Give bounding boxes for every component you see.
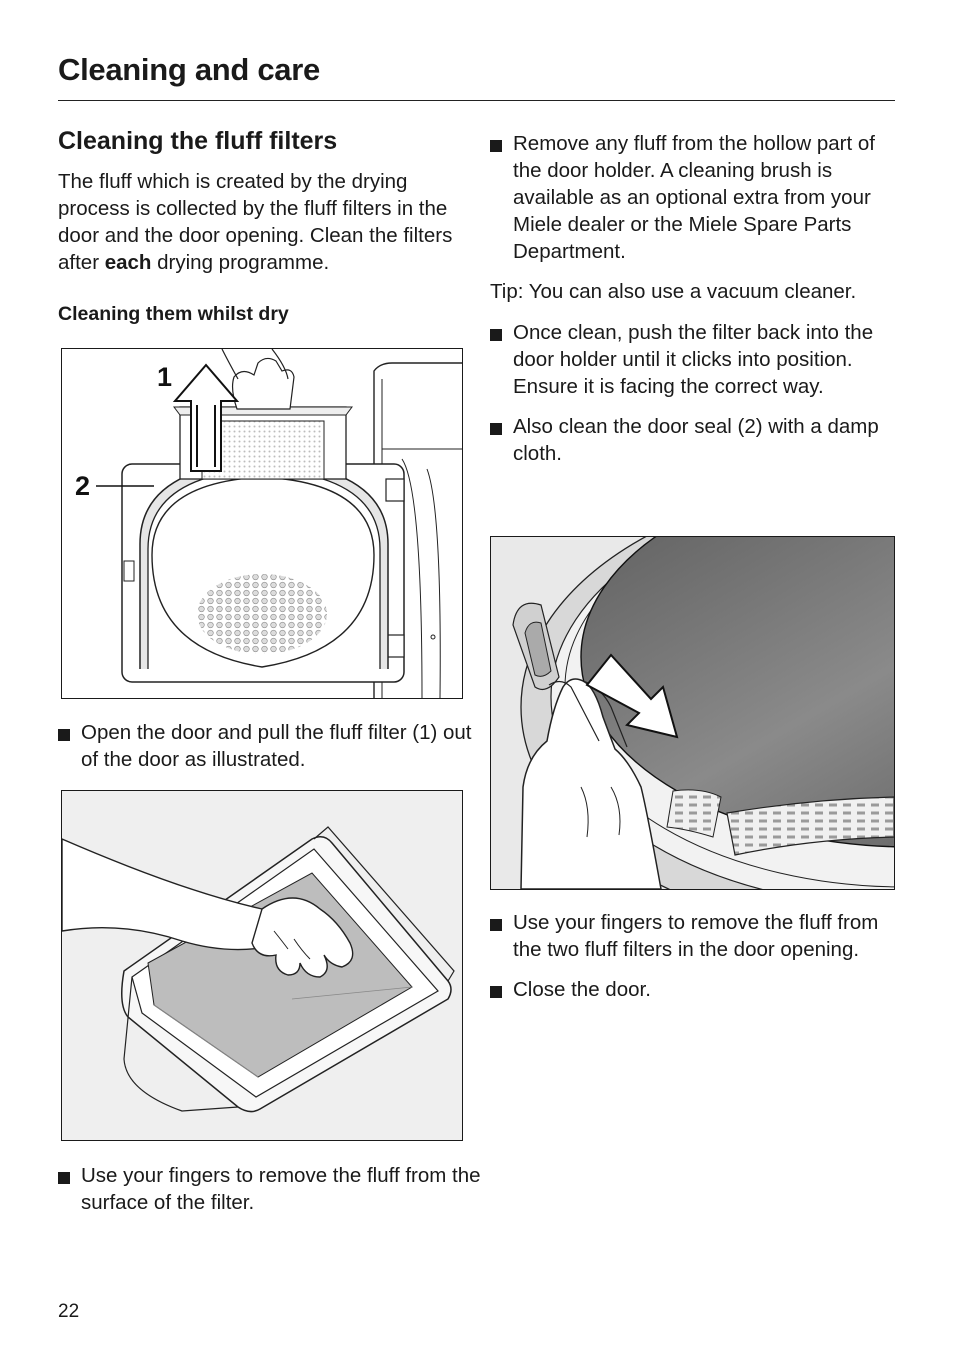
callout-label-filter: 1 <box>157 362 172 392</box>
list-item-fingers-surface: Use your fingers to remove the fluff fro… <box>58 1162 491 1216</box>
illustration-wipe-filter <box>62 826 455 1113</box>
list-item-text: Remove any fluff from the hollow part of… <box>513 132 875 263</box>
figure-wipe-filter <box>61 790 463 1141</box>
list-item-push-filter: Once clean, push the filter back into th… <box>490 319 900 400</box>
right-column-lower: Use your fingers to remove the fluff fro… <box>490 909 900 1003</box>
list-item-remove-fluff: Remove any fluff from the hollow part of… <box>490 130 900 265</box>
left-column: Cleaning the fluff filters The fluff whi… <box>58 122 468 328</box>
figure-door-opening-filters <box>490 536 895 890</box>
list-item-close-door: Close the door. <box>490 976 900 1003</box>
list-item-text: Also clean the door seal (2) with a damp… <box>513 415 879 465</box>
bullet-square-icon <box>490 919 502 931</box>
bullet-square-icon <box>490 329 502 341</box>
page-title: Cleaning and care <box>58 52 320 87</box>
intro-paragraph: The fluff which is created by the drying… <box>58 168 468 276</box>
intro-text-end: drying programme. <box>151 251 330 274</box>
tip-paragraph: Tip: You can also use a vacuum cleaner. <box>490 280 857 303</box>
list-item-text: Open the door and pull the fluff filter … <box>81 721 472 771</box>
section-heading: Cleaning the fluff filters <box>58 127 338 155</box>
bullet-square-icon <box>490 423 502 435</box>
right-column: Remove any fluff from the hollow part of… <box>490 130 900 467</box>
bullet-square-icon <box>490 986 502 998</box>
list-item-text: Once clean, push the filter back into th… <box>513 321 874 398</box>
sub-heading-dry: Cleaning them whilst dry <box>58 303 289 325</box>
list-item-two-filters: Use your fingers to remove the fluff fro… <box>490 909 900 963</box>
callout-label-seal: 2 <box>75 471 90 501</box>
page-number: 22 <box>58 1301 80 1322</box>
bullet-square-icon <box>58 729 70 741</box>
list-item-open-door: Open the door and pull the fluff filter … <box>58 719 491 773</box>
list-item-text: Use your fingers to remove the fluff fro… <box>81 1164 481 1214</box>
bullet-square-icon <box>490 140 502 152</box>
title-divider <box>58 100 895 101</box>
list-item-clean-seal: Also clean the door seal (2) with a damp… <box>490 413 900 467</box>
illustration-door-filter: 1 2 <box>75 349 462 698</box>
bullet-square-icon <box>58 1172 70 1184</box>
intro-text-start: The fluff which is created by the drying… <box>58 170 453 274</box>
illustration-door-opening <box>491 537 894 889</box>
list-item-text: Close the door. <box>513 978 651 1001</box>
intro-emphasis: each <box>104 251 152 274</box>
list-item-text: Use your fingers to remove the fluff fro… <box>513 911 879 961</box>
figure-remove-filter: 1 2 <box>61 348 463 699</box>
